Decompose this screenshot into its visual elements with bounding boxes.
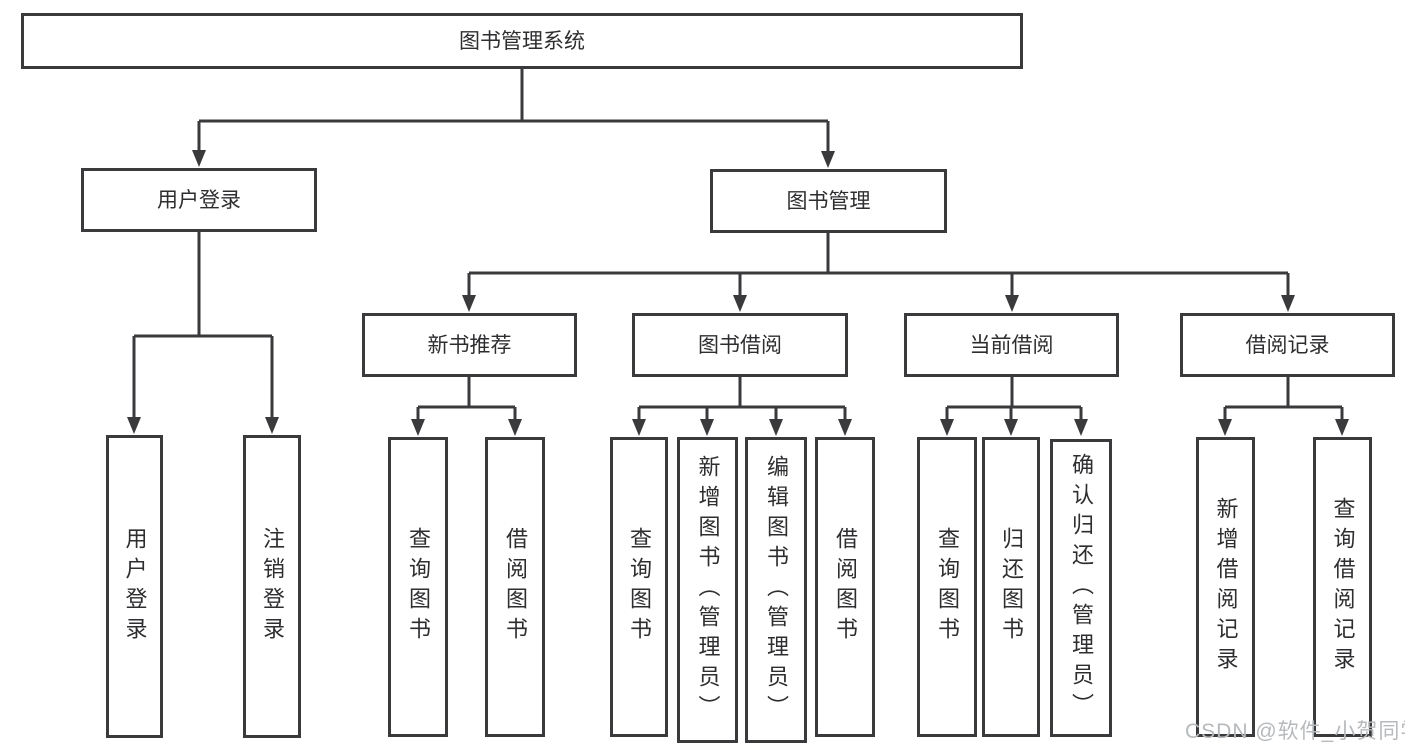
leaf-confirm-return-admin: 确认归还（管理员） <box>1050 439 1112 737</box>
leaf-borrowing-query-books: 查询图书 <box>610 437 668 737</box>
leaf-query-borrow-record: 查询借阅记录 <box>1313 437 1372 737</box>
node-current-borrowing: 当前借阅 <box>904 313 1119 377</box>
node-system-root: 图书管理系统 <box>21 13 1023 69</box>
leaf-borrow-books: 借阅图书 <box>815 437 875 737</box>
leaf-current-query-books: 查询图书 <box>917 437 977 737</box>
leaf-newbook-borrow-books: 借阅图书 <box>485 437 545 737</box>
node-book-management-module: 图书管理 <box>710 169 947 233</box>
leaf-add-books-admin: 新增图书（管理员） <box>677 437 738 743</box>
csdn-watermark: CSDN @软件_小贺同学 <box>1185 720 1405 743</box>
node-user-login-module: 用户登录 <box>81 168 317 232</box>
node-borrowing-records: 借阅记录 <box>1180 313 1395 377</box>
leaf-return-books: 归还图书 <box>982 437 1040 737</box>
node-new-book-recommendation: 新书推荐 <box>362 313 577 377</box>
leaf-edit-books-admin: 编辑图书（管理员） <box>745 437 807 743</box>
leaf-add-borrow-record: 新增借阅记录 <box>1196 437 1255 737</box>
leaf-logout: 注销登录 <box>243 435 301 738</box>
leaf-user-login: 用户登录 <box>106 435 163 738</box>
node-book-borrowing: 图书借阅 <box>632 313 848 377</box>
leaf-newbook-query-books: 查询图书 <box>388 437 448 737</box>
